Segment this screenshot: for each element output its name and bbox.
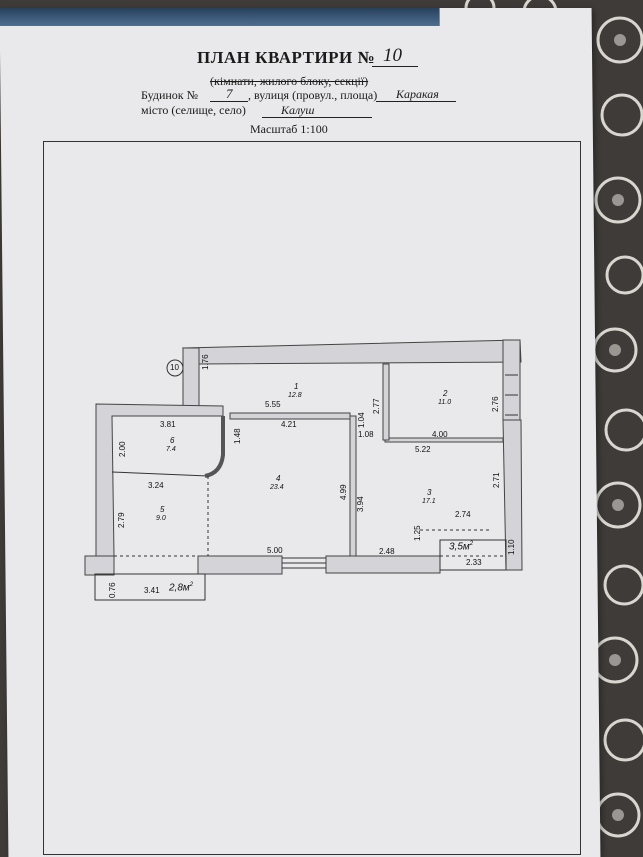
dim-2-48: 2.48 bbox=[379, 547, 395, 556]
dim-2-00: 2.00 bbox=[118, 441, 127, 457]
dim-1-08: 1.08 bbox=[358, 430, 374, 439]
room-5-area: 9.0 bbox=[156, 515, 166, 522]
scale-label: Масштаб 1:100 bbox=[250, 122, 328, 136]
dim-1-10: 1.10 bbox=[507, 539, 516, 555]
dim-2-74: 2.74 bbox=[455, 510, 471, 519]
city-label: місто (селище, село) bbox=[141, 103, 246, 117]
room-4-area: 23.4 bbox=[270, 484, 284, 491]
wall-room2-bottom bbox=[384, 437, 504, 443]
dim-3-41: 3.41 bbox=[144, 586, 160, 595]
room-1-number: 1 bbox=[294, 382, 299, 391]
plan-subtitle: (кімнати, жилого блоку, секції) bbox=[210, 74, 369, 88]
dim-3-81: 3.81 bbox=[160, 420, 176, 429]
street-name: Каракая bbox=[396, 87, 439, 101]
balcony-1-area: 2,8м2 bbox=[169, 582, 193, 593]
plan-frame bbox=[43, 141, 581, 855]
room-4-number: 4 bbox=[276, 474, 281, 483]
room-1-area: 12.8 bbox=[288, 392, 302, 399]
wall-bottom-left bbox=[84, 555, 115, 576]
dim-2-77: 2.77 bbox=[372, 398, 381, 414]
apartment-number: 10 bbox=[383, 45, 402, 66]
dim-3-94: 3.94 bbox=[356, 496, 365, 512]
room-2-number: 2 bbox=[443, 389, 448, 398]
wall-bottom-mid bbox=[197, 555, 283, 575]
balcony-1-sup: 2 bbox=[189, 582, 194, 588]
dim-0-76: 0.76 bbox=[108, 582, 117, 598]
wall-right-lower bbox=[502, 419, 523, 571]
room-6-area: 7.4 bbox=[166, 446, 176, 453]
dim-5-55: 5.55 bbox=[265, 400, 281, 409]
marker-number: 10 bbox=[170, 363, 179, 372]
dim-3-24: 3.24 bbox=[148, 481, 164, 490]
building-number: 7 bbox=[226, 86, 233, 101]
room-3-area: 17.1 bbox=[422, 498, 436, 505]
dim-5-22: 5.22 bbox=[415, 445, 431, 454]
balcony-2-area: 3,5м2 bbox=[449, 541, 473, 552]
plan-title: ПЛАН КВАРТИРИ № bbox=[197, 48, 376, 67]
street-underline bbox=[376, 101, 456, 102]
marker-circle bbox=[166, 359, 184, 377]
wall-center-vert bbox=[349, 415, 357, 557]
room-5-number: 5 bbox=[160, 505, 165, 514]
building-label: Будинок № bbox=[141, 88, 199, 102]
dim-1-25: 1.25 bbox=[413, 525, 422, 541]
building-line: Будинок № bbox=[141, 88, 198, 103]
room-2-area: 11.0 bbox=[438, 399, 452, 406]
balcony-2-label: 3,5м bbox=[449, 541, 470, 553]
apartment-number-underline bbox=[372, 66, 418, 67]
dim-2-76: 2.76 bbox=[491, 396, 500, 412]
dim-1-48: 1.48 bbox=[233, 428, 242, 444]
city-name: Калуш bbox=[281, 103, 315, 117]
balcony-2-sup: 2 bbox=[469, 541, 474, 547]
dim-4-00: 4.00 bbox=[432, 430, 448, 439]
wall-room4-top bbox=[229, 412, 351, 420]
wall-bottom-right bbox=[325, 555, 441, 574]
dim-2-71: 2.71 bbox=[492, 472, 501, 488]
city-underline bbox=[262, 117, 372, 118]
room-3-number: 3 bbox=[427, 488, 432, 497]
street-label: , вулиця (провул., площа) bbox=[248, 88, 378, 102]
dim-2-79: 2.79 bbox=[117, 512, 126, 528]
building-number-underline bbox=[210, 101, 248, 102]
dim-5-00: 5.00 bbox=[267, 546, 283, 555]
room-6-number: 6 bbox=[170, 436, 175, 445]
dim-4-99: 4.99 bbox=[339, 484, 348, 500]
balcony-1-label: 2,8м bbox=[169, 582, 190, 594]
dim-4-21: 4.21 bbox=[281, 420, 297, 429]
dim-2-33: 2.33 bbox=[466, 558, 482, 567]
dim-1-04: 1.04 bbox=[357, 412, 366, 428]
wall-room2-left bbox=[382, 363, 390, 441]
dim-1-76: 1.76 bbox=[201, 354, 210, 370]
